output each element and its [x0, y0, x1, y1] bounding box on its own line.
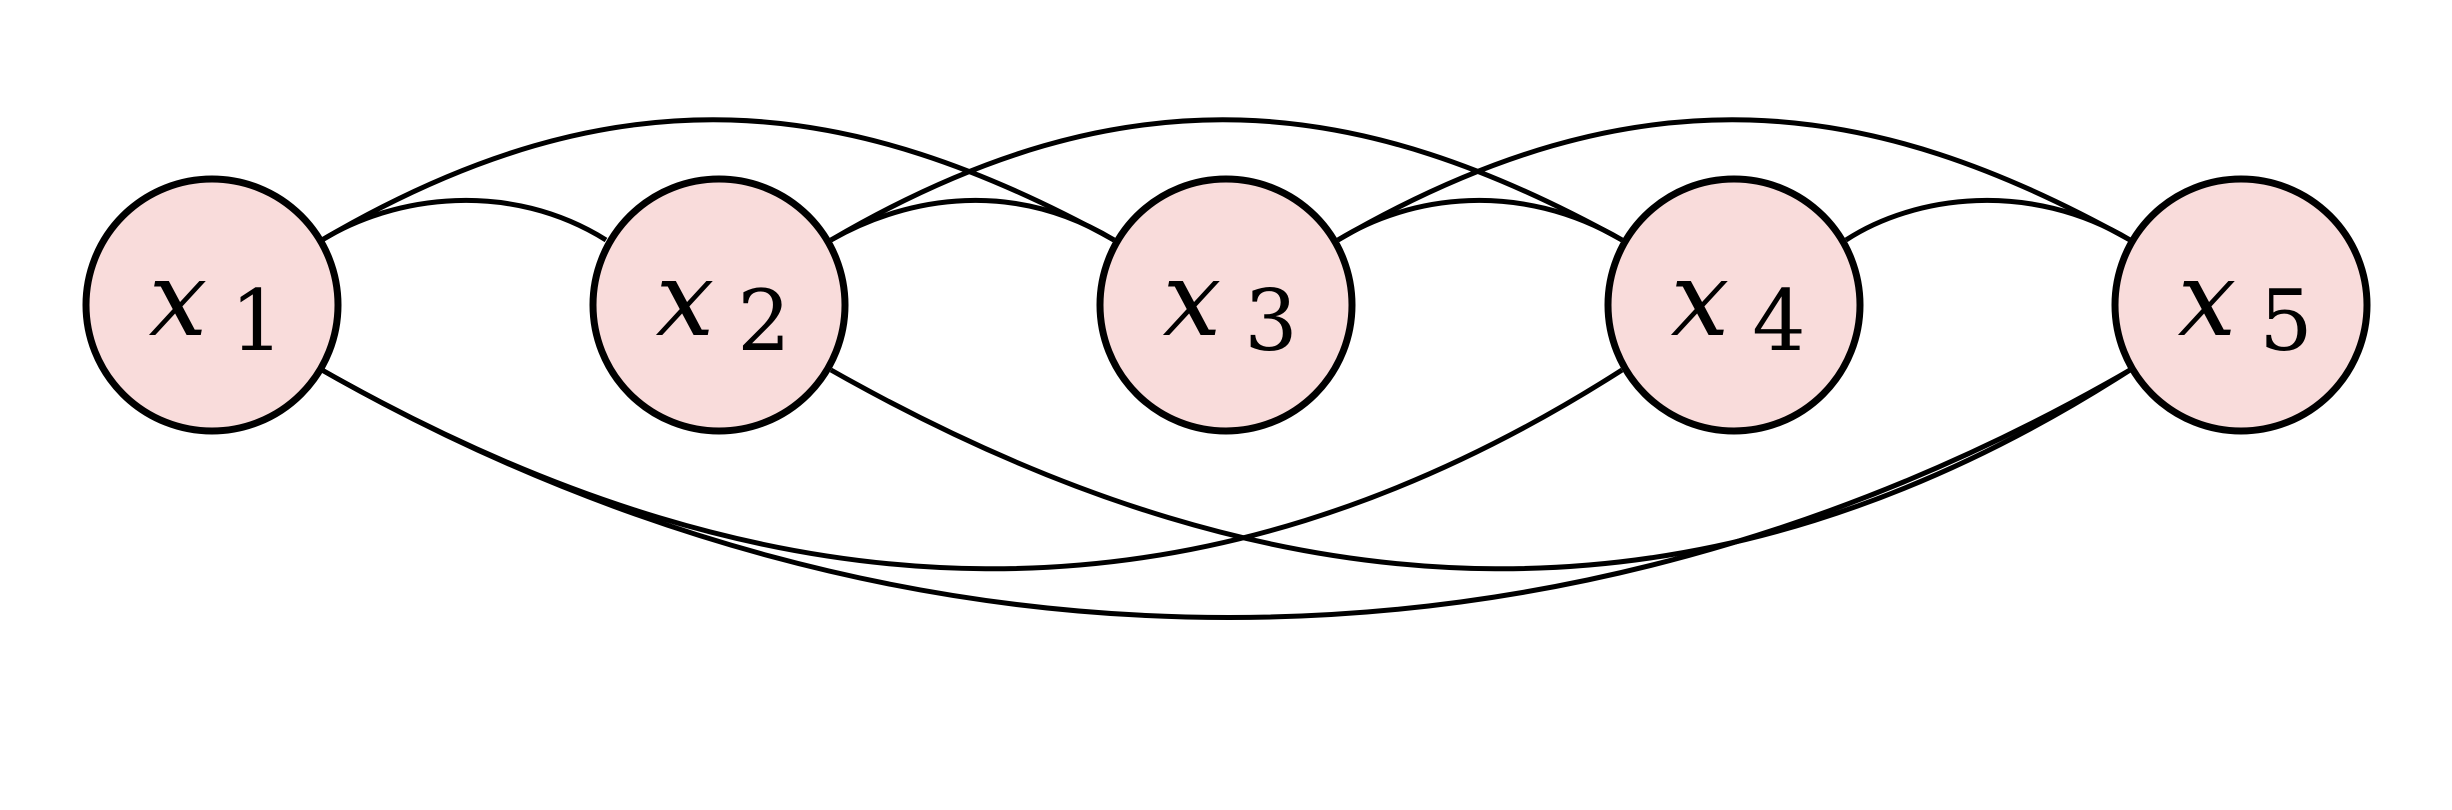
- node-subscript: 2: [737, 272, 790, 370]
- node-circle: [589, 175, 849, 435]
- node-circle: [2111, 175, 2371, 435]
- node-circle: [82, 175, 342, 435]
- node-subscript: 3: [1244, 272, 1297, 370]
- node-x5: x 5: [2111, 175, 2371, 435]
- edge-x2-x5: [829, 367, 2132, 572]
- edge-x1-x5: [320, 367, 2132, 620]
- node-x1: x 1: [82, 175, 342, 435]
- node-x2: x 2: [589, 175, 849, 435]
- node-label: x: [1163, 238, 1222, 360]
- node-label: x: [149, 238, 208, 360]
- node-subscript: 5: [2259, 272, 2312, 370]
- edges-layer: [320, 117, 2132, 620]
- node-label: x: [1671, 238, 1730, 360]
- edge-x3-x4: [1336, 197, 1624, 243]
- node-circle: [1096, 175, 1356, 435]
- edge-x4-x5: [1844, 197, 2132, 243]
- node-label: x: [2178, 238, 2237, 360]
- node-circle: [1604, 175, 1864, 435]
- edge-x1-x2: [320, 197, 608, 243]
- edge-x3-x5: [1336, 117, 2132, 243]
- edge-x1-x3: [320, 117, 1116, 243]
- node-subscript: 4: [1752, 272, 1805, 370]
- nodes-layer: x 1 x 2 x 3 x: [82, 175, 2371, 435]
- node-subscript: 1: [230, 272, 283, 370]
- node-x3: x 3: [1096, 175, 1356, 435]
- edge-x2-x4: [829, 117, 1624, 243]
- node-x4: x 4: [1604, 175, 1864, 435]
- node-label: x: [656, 238, 715, 360]
